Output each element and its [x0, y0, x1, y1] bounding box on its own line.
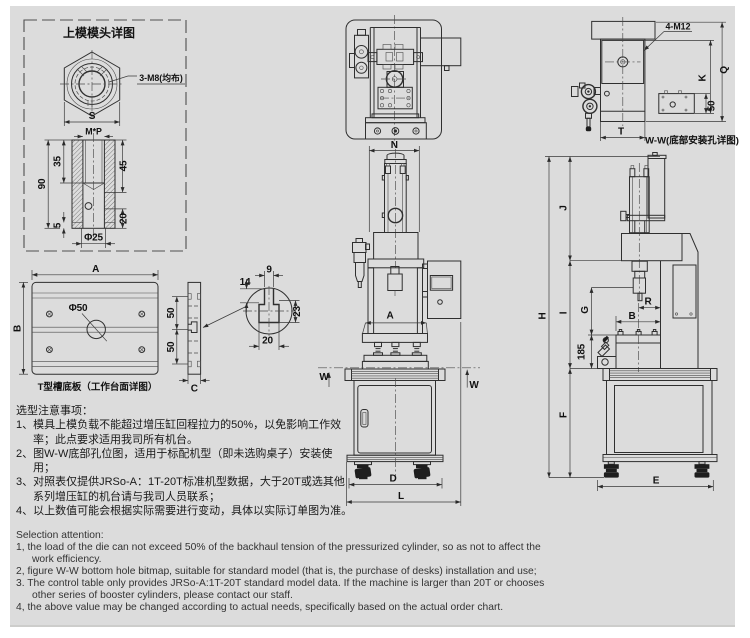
- notes-en-item: 2, figure W-W bottom hole bitmap, suitab…: [16, 566, 537, 577]
- side-feet: [603, 461, 710, 478]
- ww-dim-q: Q: [719, 66, 730, 74]
- notes-en-title: Selection attention:: [16, 530, 104, 541]
- frontview-w-left: W: [319, 372, 329, 383]
- notes-cn-title: 选型注意事项：: [16, 405, 93, 417]
- tslot-dim-top: 9: [266, 265, 272, 276]
- notes-cn-item: 3、对照表仅提供JRSo-A：1T-20T标准机型数据，大于20T或选其他 系列…: [16, 476, 345, 503]
- notes-chinese: 选型注意事项： 1、模具上模负载不能超过增压缸回程拉力的50%，以免影响工作效 …: [16, 404, 364, 518]
- base-plate-detail: A Φ50 B T型槽底板（工作台面详图: [12, 264, 247, 395]
- machine-front-view: A W W: [318, 146, 480, 506]
- sideview-dim-e: E: [653, 476, 660, 487]
- ww-dim-t: T: [618, 127, 624, 138]
- ww-holes-label: 4-M12: [666, 22, 691, 32]
- sideview-dim-f: F: [559, 412, 570, 418]
- tslot-dim-left: 14: [240, 277, 251, 288]
- frontview-dim-d: D: [389, 474, 396, 485]
- plate-dim-c: C: [191, 384, 198, 395]
- notes-cn-item: 4、以上数值可能会根据实际需要进行变动，具体以实际订单图为准。: [16, 505, 353, 518]
- notes-en-item: 3. The control table only provides JRSo-…: [16, 578, 545, 601]
- notes-en-item: 1, the load of the die can not exceed 50…: [16, 542, 541, 565]
- plate-pitch-2: 50: [166, 341, 177, 352]
- die-head-holes-label: 3-M8(均布): [139, 72, 183, 83]
- plate-hole-label: Φ50: [69, 303, 88, 314]
- die-head-title: 上模模头详图: [63, 25, 135, 40]
- ww-caption: W-W(底部安装孔详图): [645, 135, 739, 147]
- die-head-dim-5: 5: [53, 222, 64, 228]
- sideview-dim-r: R: [644, 297, 652, 308]
- die-head-dim-d25: Φ25: [84, 233, 103, 244]
- plate-caption: T型槽底板（工作台面详图）: [38, 381, 158, 393]
- tslot-dim-right: 23: [292, 306, 303, 317]
- die-head-dim-90: 90: [37, 178, 48, 189]
- ww-detail: 4-M12 Q K 50 T W-W(底部安装孔详图): [571, 17, 739, 147]
- frontview-dim-l: L: [398, 491, 404, 502]
- ww-dim-50: 50: [707, 100, 718, 111]
- tslot-section-detail: 9 14 23 20: [240, 265, 303, 350]
- die-head-dim-thread: M*P: [85, 127, 102, 137]
- die-head-dim-20: 20: [118, 213, 129, 224]
- topview-dim-n: N: [391, 140, 398, 151]
- sideview-dim-h: H: [538, 312, 549, 319]
- frontview-w-right: W: [469, 380, 479, 391]
- ww-regulators: [571, 82, 601, 132]
- plate-pitch-1: 50: [166, 307, 177, 318]
- notes-english: Selection attention: 1, the load of the …: [16, 530, 616, 614]
- sideview-dim-g: G: [580, 306, 591, 314]
- die-head-dim-s: S: [89, 111, 96, 122]
- die-head-dim-45: 45: [118, 160, 129, 171]
- plate-bolt-holes: [46, 310, 146, 354]
- side-oiler: [597, 335, 617, 369]
- ww-dim-k: K: [698, 74, 709, 82]
- frontview-dim-a: A: [386, 311, 393, 322]
- plate-dim-b: B: [12, 325, 23, 332]
- machine-side-view: H J I G 185 F: [538, 152, 718, 491]
- notes-cn-item: 1、模具上模负载不能超过增压缸回程拉力的50%，以免影响工作效 率；此点要求适用…: [16, 419, 342, 446]
- notes-en-item: 4, the above value may be changed accord…: [16, 602, 504, 613]
- drawing-canvas: [10, 6, 735, 627]
- die-head-dim-35: 35: [53, 156, 64, 167]
- machine-top-view: N: [345, 15, 462, 153]
- sideview-dim-i: I: [559, 311, 570, 314]
- front-casters: [354, 461, 431, 480]
- tslot-dim-bottom: 20: [262, 336, 273, 347]
- sideview-dim-b: B: [628, 311, 635, 322]
- plate-dim-a: A: [92, 264, 99, 275]
- notes-cn-item: 2、图W-W底部孔位图，适用于标配机型（即未选购桌子）安装使 用；: [16, 447, 333, 475]
- sideview-dim-j: J: [559, 205, 570, 210]
- die-head-detail: 上模模头详图 3-M8(均布) S: [23, 19, 187, 252]
- sideview-dim-185: 185: [577, 343, 588, 360]
